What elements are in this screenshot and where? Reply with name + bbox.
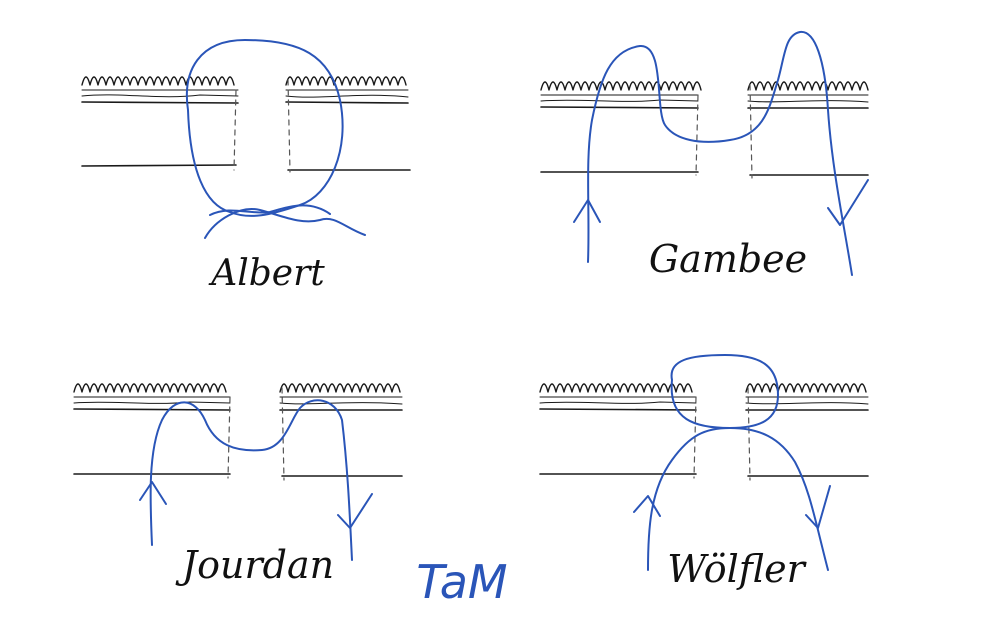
cut-edge-albert-right: [287, 79, 291, 173]
suture-gambee-arrow-up: [573, 199, 601, 223]
author-signature: TaM: [416, 555, 507, 609]
suture-jourdan: [149, 399, 353, 561]
submucosa-line-wolfler-left: [539, 401, 697, 404]
muscularis-line-gambee-left: [540, 106, 699, 109]
tissue-right-albert: [285, 76, 411, 173]
suture-jourdan-arrow-down: [337, 493, 373, 529]
submucosa-line-albert-right: [285, 94, 409, 98]
mucosa-villi-gambee-right: [747, 81, 869, 91]
muscularis-line-albert-left: [81, 101, 239, 104]
suture-gambee: [587, 30, 853, 276]
tissue-left-jourdan: [73, 383, 231, 479]
submucosa-line-wolfler-right: [745, 402, 869, 405]
suture-wolfler: [647, 427, 829, 571]
submucosa-line-gambee-right: [747, 100, 869, 103]
cut-edge-albert-left: [233, 89, 237, 171]
cut-edge-wolfler-right: [747, 387, 751, 481]
submucosa-line-jourdan-left: [73, 401, 231, 404]
mucosa-villi-jourdan-right: [279, 383, 401, 393]
panel-gambee: Gambee: [540, 30, 869, 281]
suture-wolfler-arrow-up: [633, 495, 661, 517]
panel-albert: Albert: [81, 39, 411, 294]
suture-gambee-arrow-down: [827, 179, 869, 226]
mucosa-villi-wolfler-left: [539, 383, 693, 393]
panel-label-wolfler: Wölfler: [667, 547, 807, 591]
serosa-line-albert-left: [81, 164, 237, 167]
suture-wolfler-arrow-down: [805, 485, 831, 529]
suture-jourdan-arrow-up: [139, 481, 167, 505]
panel-jourdan: Jourdan: [73, 383, 403, 587]
cut-edge-jourdan-left: [227, 396, 231, 479]
suture-albert-knot: [204, 204, 366, 239]
mucosa-villi-jourdan-left: [73, 383, 227, 393]
tissue-right-gambee: [747, 81, 869, 179]
submucosa-line-jourdan-right: [279, 402, 403, 405]
tissue-left-wolfler: [539, 383, 697, 479]
panel-wolfler: Wölfler: [539, 354, 869, 591]
suture-albert: [185, 39, 344, 217]
mucosa-villi-wolfler-right: [745, 383, 867, 393]
suture-wolfler-loop: [670, 354, 779, 429]
cut-edge-gambee-right: [749, 84, 753, 179]
submucosa-line-gambee-left: [540, 99, 699, 102]
tissue-left-albert: [81, 76, 239, 171]
mucosa-villi-albert-right: [285, 76, 407, 86]
panel-label-jourdan: Jourdan: [175, 543, 334, 587]
cut-edge-jourdan-right: [281, 387, 285, 481]
mucosa-villi-gambee-left: [540, 81, 702, 91]
muscularis-line-albert-right: [285, 101, 409, 104]
tissue-right-wolfler: [745, 383, 869, 481]
tissue-right-jourdan: [279, 383, 403, 481]
muscularis-line-jourdan-left: [73, 408, 231, 411]
mucosa-villi-albert-left: [81, 76, 235, 86]
panel-label-albert: Albert: [208, 253, 325, 294]
panel-label-gambee: Gambee: [649, 237, 807, 281]
tissue-left-gambee: [540, 81, 702, 176]
submucosa-line-albert-left: [81, 94, 239, 98]
muscularis-line-wolfler-left: [539, 408, 697, 411]
cut-edge-gambee-left: [695, 94, 699, 176]
